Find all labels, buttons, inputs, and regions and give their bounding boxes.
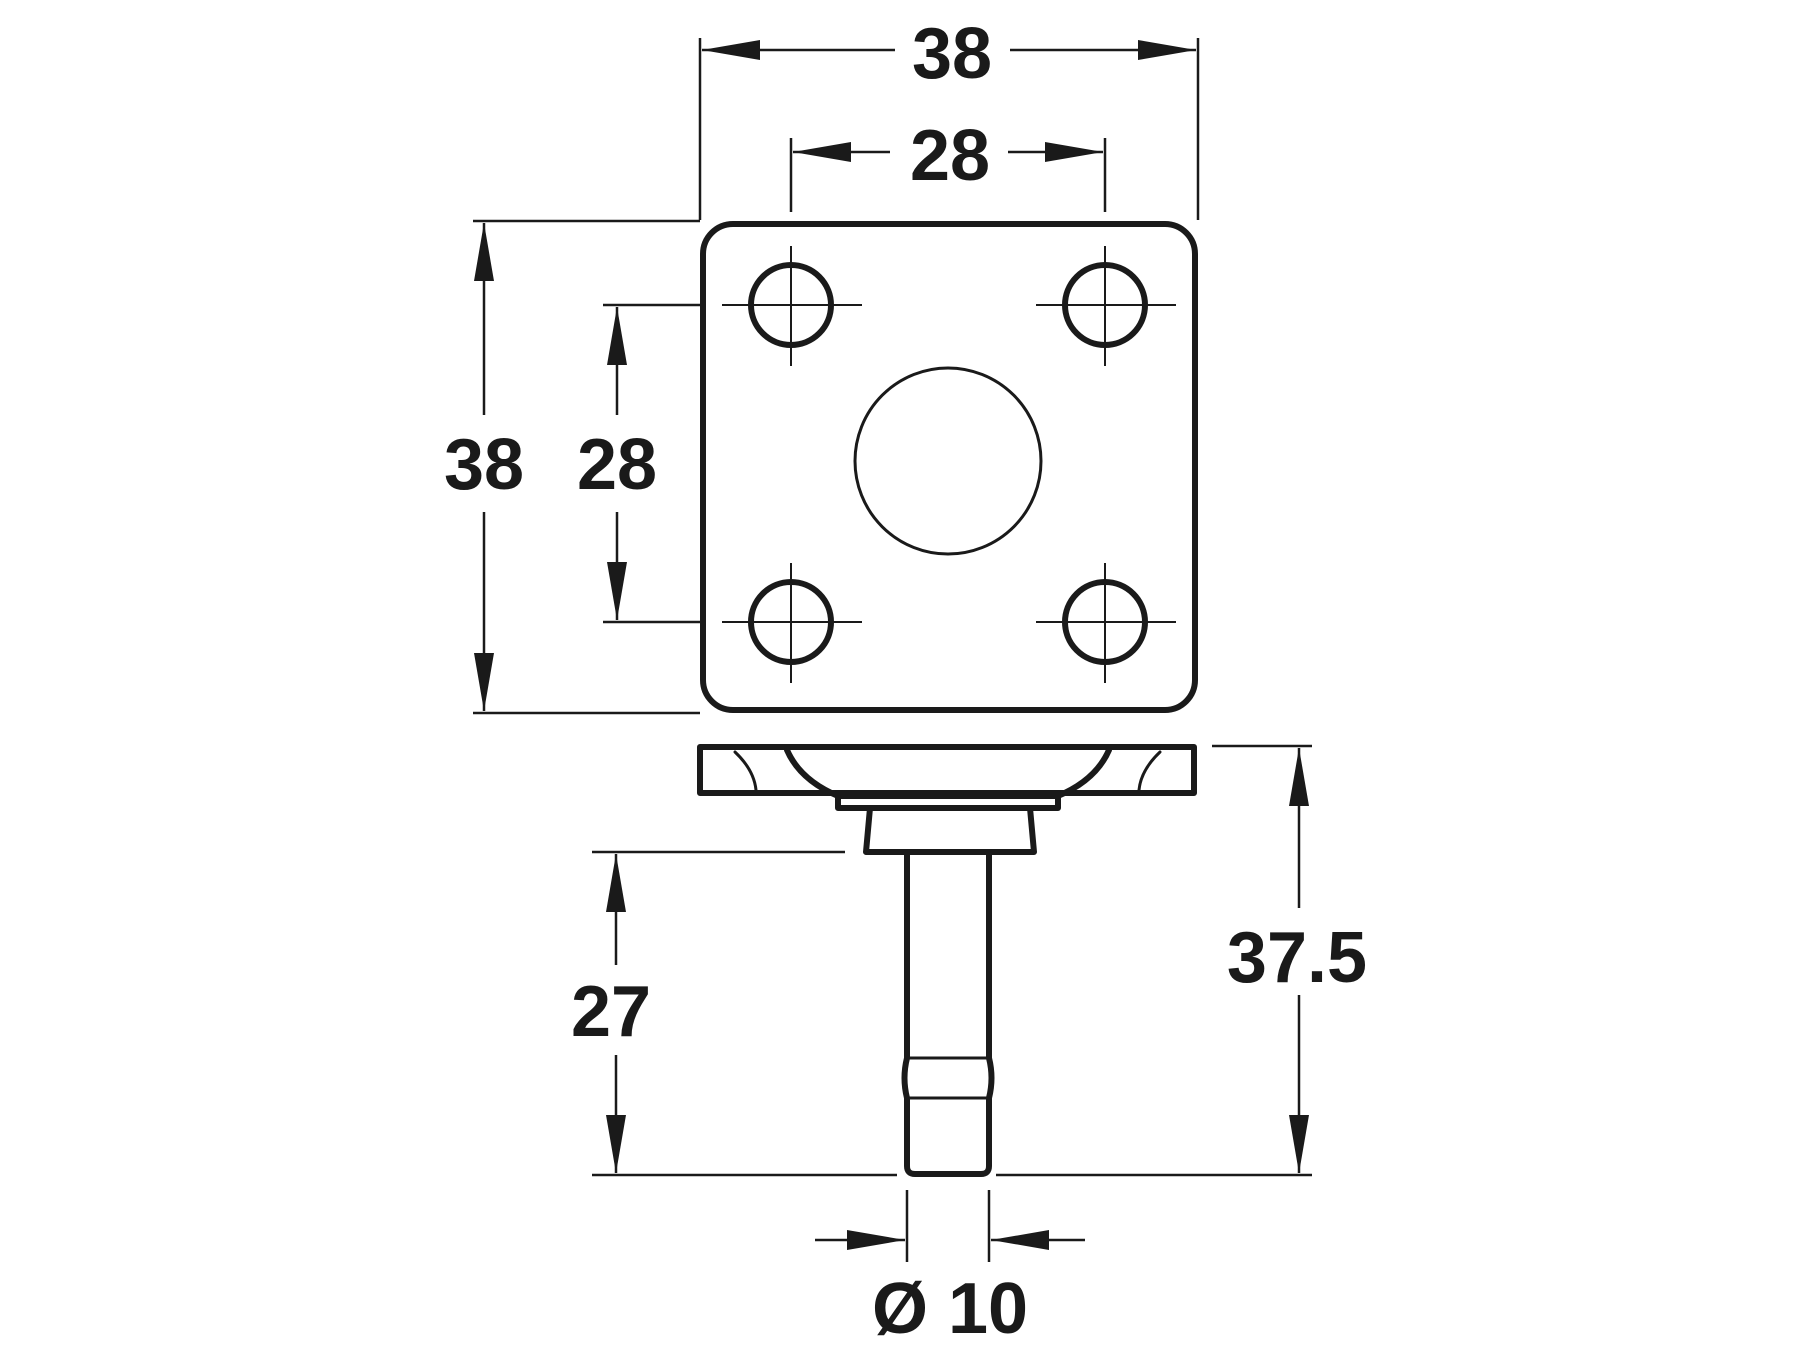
dimension-overall-width: 38 bbox=[698, 14, 1200, 220]
dimension-label-left-overall: 38 bbox=[444, 425, 524, 505]
dimension-overall-height: 38 bbox=[444, 219, 700, 715]
dimension-pin-diameter: Ø 10 bbox=[815, 1190, 1085, 1349]
dimension-total-height: 37.5 bbox=[996, 744, 1367, 1177]
screw-hole-top-right bbox=[1036, 246, 1176, 366]
center-boss bbox=[853, 366, 1043, 556]
dimension-label-top-overall: 38 bbox=[912, 14, 992, 94]
screw-hole-top-left bbox=[722, 246, 862, 366]
dimension-label-left-hole-spacing: 28 bbox=[577, 425, 657, 505]
dimension-label-pin-diameter: Ø 10 bbox=[872, 1269, 1028, 1349]
dimension-pin-length: 27 bbox=[571, 850, 897, 1177]
pin-shaft bbox=[901, 849, 995, 1177]
dimension-label-pin-length: 27 bbox=[571, 972, 651, 1052]
screw-hole-bottom-left bbox=[722, 563, 862, 683]
side-plate bbox=[697, 744, 1197, 796]
plate-outline bbox=[700, 221, 1198, 713]
dimension-label-top-hole-spacing: 28 bbox=[910, 116, 990, 196]
dimension-hole-spacing-horizontal: 28 bbox=[789, 116, 1107, 212]
pin-shoulder bbox=[863, 805, 1037, 855]
dome bbox=[784, 747, 1112, 799]
screw-hole-bottom-right bbox=[1036, 563, 1176, 683]
dimension-hole-spacing-vertical: 28 bbox=[577, 303, 700, 624]
dimension-label-total-height: 37.5 bbox=[1227, 918, 1367, 998]
pin-side-view bbox=[697, 744, 1197, 1177]
plate-top-view bbox=[700, 221, 1198, 713]
